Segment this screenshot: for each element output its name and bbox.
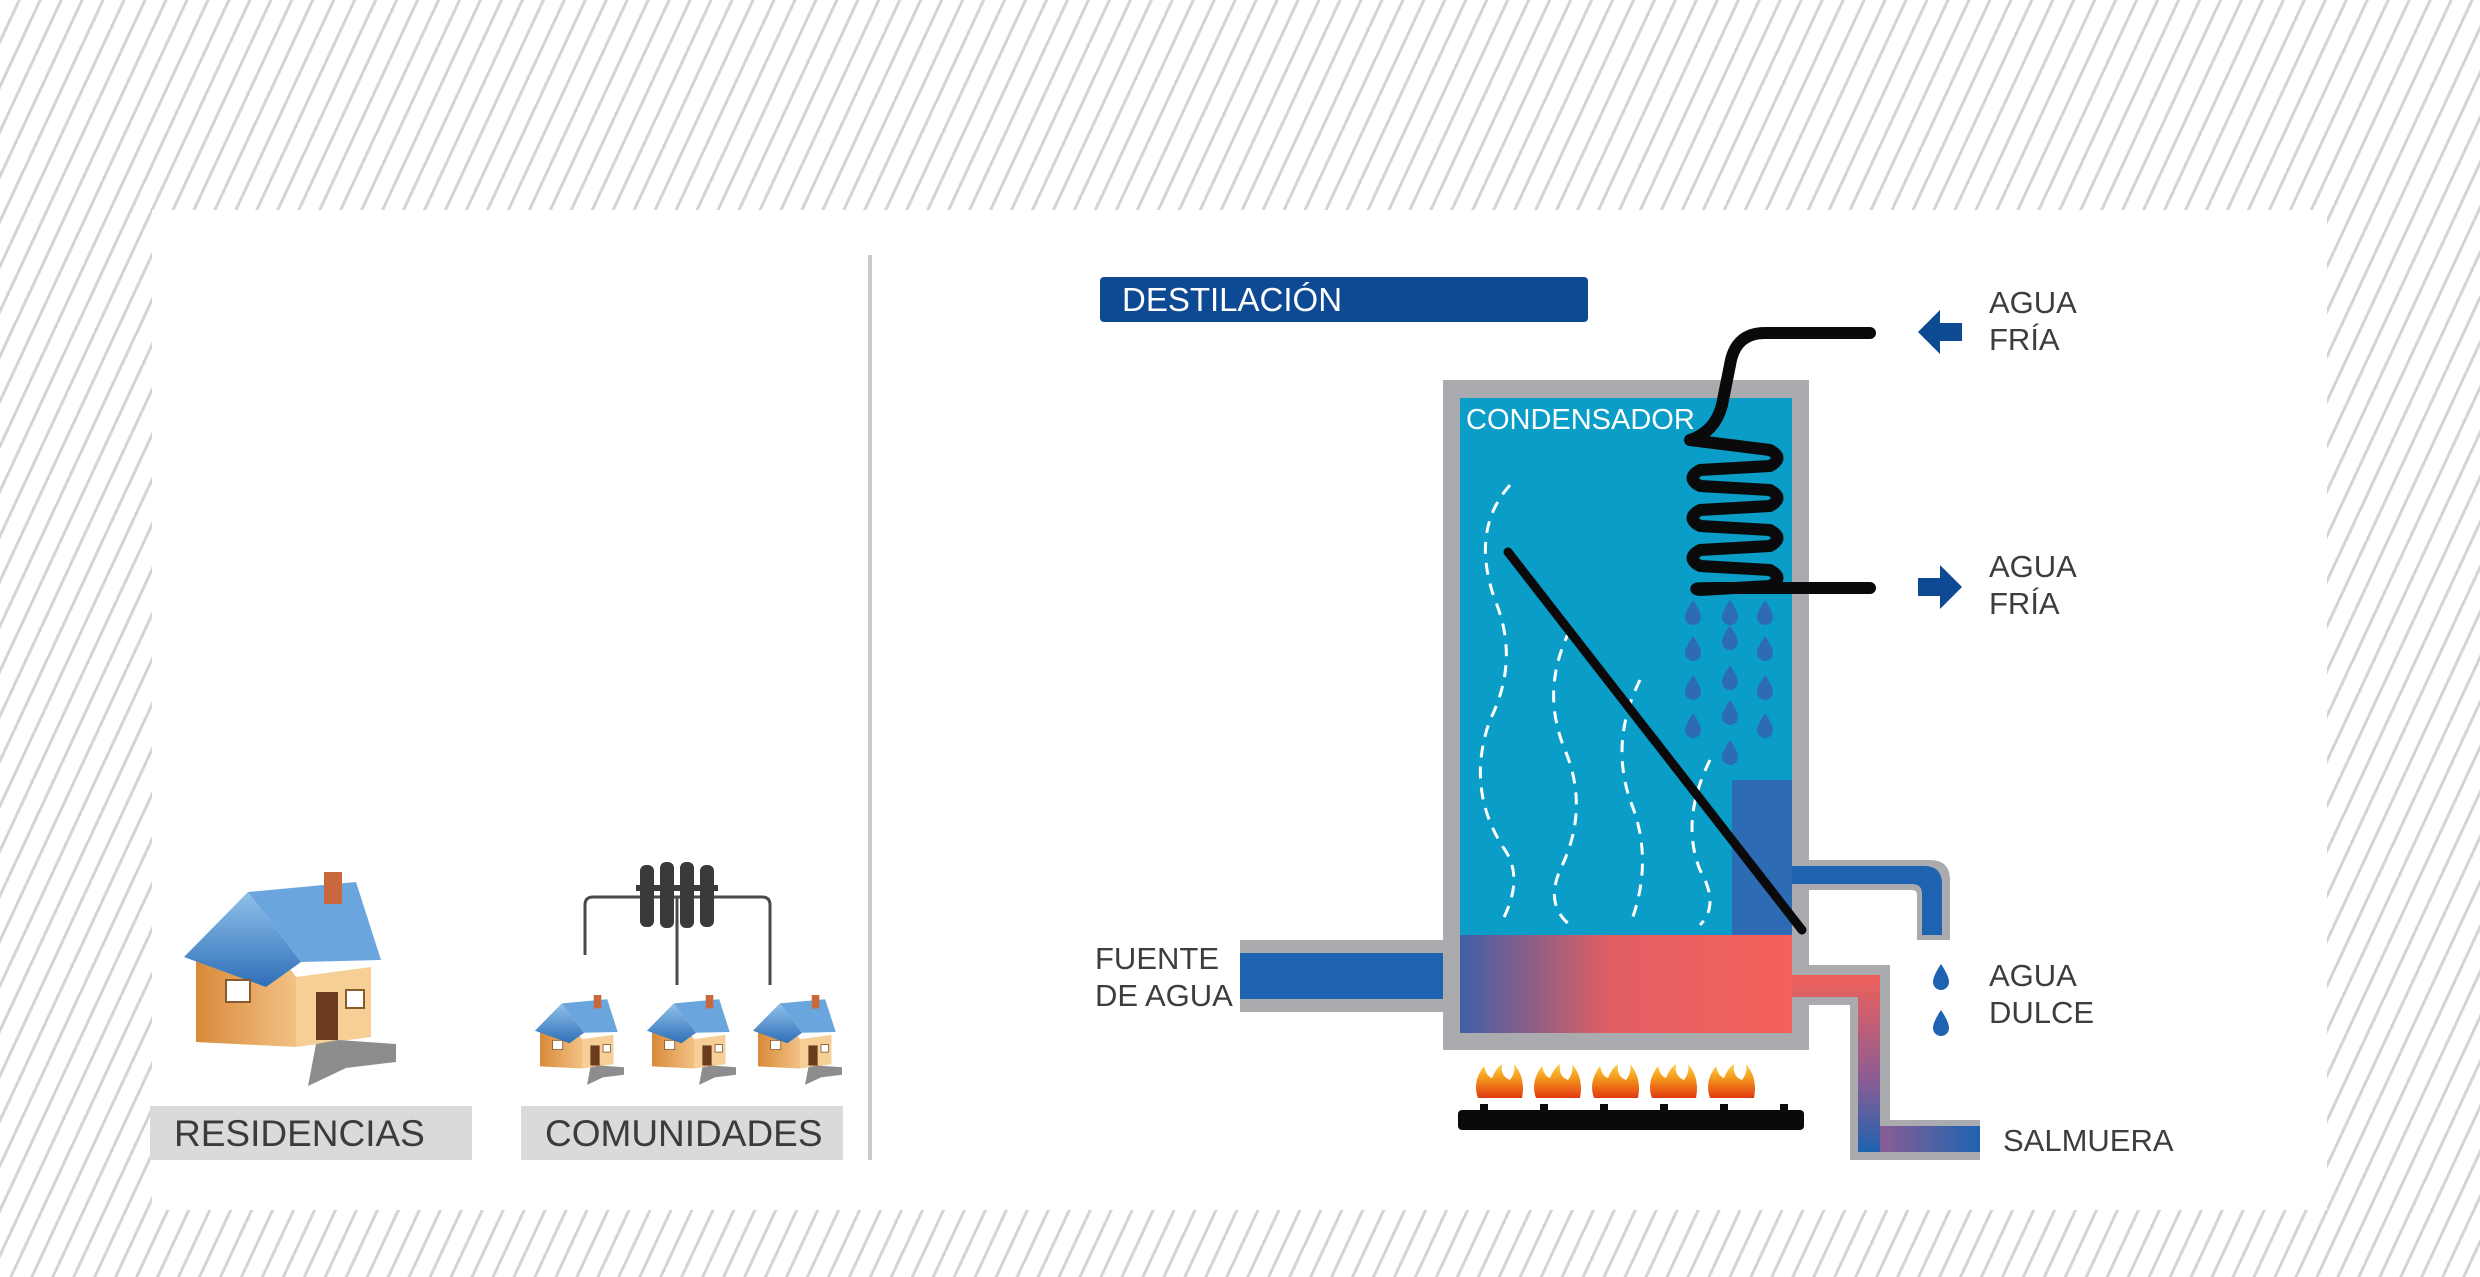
brine-outlet — [1880, 1126, 1980, 1152]
cold-water-out-line1: AGUA — [1989, 549, 2077, 584]
residencias-label: RESIDENCIAS — [150, 1106, 472, 1160]
arrow-right-icon — [1918, 565, 1962, 609]
condensation-plate — [1503, 547, 1807, 935]
house-icon — [752, 994, 843, 1086]
house-icon — [534, 994, 625, 1086]
cold-water-out-label: AGUA FRÍA — [1989, 548, 2077, 622]
source-label: FUENTE DE AGUA — [1095, 940, 1233, 1014]
source-line2: DE AGUA — [1095, 978, 1233, 1013]
cold-water-in-line1: AGUA — [1989, 285, 2077, 320]
brine-label: SALMUERA — [2003, 1123, 2174, 1158]
fresh-water-line2: DULCE — [1989, 995, 2095, 1030]
arrow-left-icon — [1918, 310, 1962, 354]
diagram-title: DESTILACIÓN — [1100, 277, 1588, 322]
residencias-label-text: RESIDENCIAS — [174, 1113, 425, 1154]
source-line1: FUENTE — [1095, 941, 1219, 976]
cold-water-in-line2: FRÍA — [1989, 322, 2060, 357]
panel-divider — [868, 255, 872, 1160]
cooling-coil — [1684, 327, 1876, 596]
droplet-icon — [1933, 1010, 1949, 1036]
cold-water-out-line2: FRÍA — [1989, 586, 2060, 621]
source-pipe — [1240, 953, 1460, 999]
house-icon — [183, 871, 397, 1087]
flame-icons — [1476, 1064, 1755, 1098]
brine-pipe-frame — [1792, 965, 1980, 1160]
droplet-icon — [1933, 964, 1949, 990]
network-icon — [583, 862, 772, 985]
burner — [1458, 1104, 1804, 1130]
comunidades-label: COMUNIDADES — [521, 1106, 843, 1160]
condenser-label: CONDENSADOR — [1466, 404, 1695, 436]
fresh-pipe — [1792, 866, 1942, 935]
hot-water-chamber — [1460, 935, 1792, 1033]
cold-water-in-label: AGUA FRÍA — [1989, 284, 2077, 358]
fresh-water-line1: AGUA — [1989, 958, 2077, 993]
content-panel — [152, 210, 2327, 1210]
vapor-lines — [1478, 484, 1712, 927]
droplet-icons — [1685, 600, 1773, 765]
house-icon — [646, 994, 737, 1086]
comunidades-label-text: COMUNIDADES — [545, 1113, 823, 1154]
fresh-water-label: AGUA DULCE — [1989, 957, 2094, 1031]
diagram-title-text: DESTILACIÓN — [1122, 281, 1343, 318]
